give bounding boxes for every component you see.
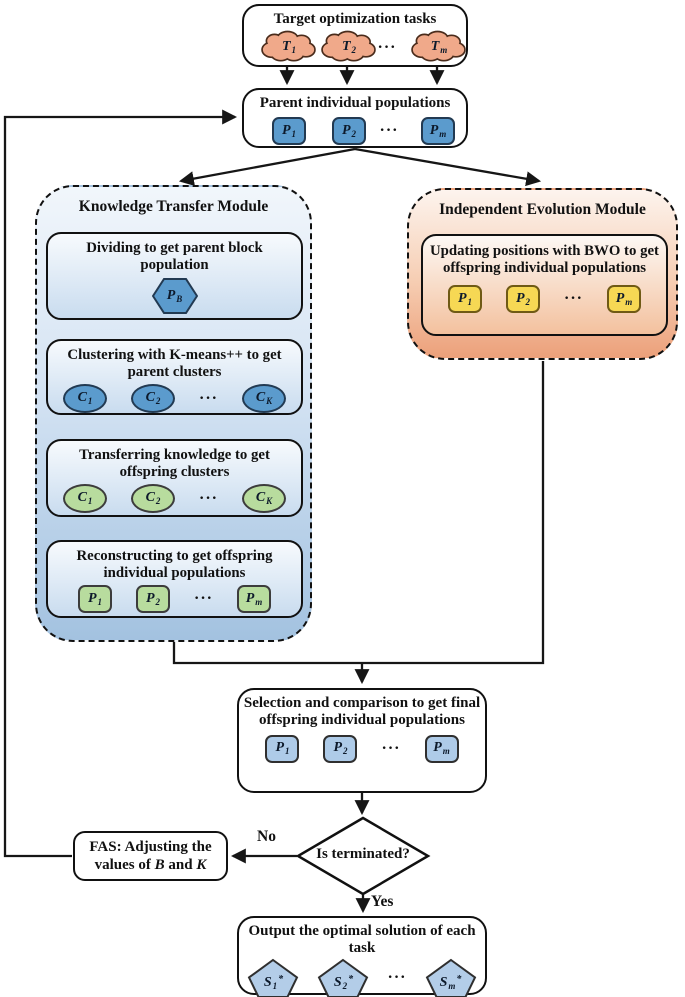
solutions-row: S1* S2* ··· Sm* (239, 958, 485, 997)
population-chip-p1: P1 (265, 734, 300, 763)
solutions-ellipsis: ··· (387, 969, 407, 987)
cloud-icon (321, 30, 376, 62)
population-chip-pm: Pm (237, 585, 271, 614)
iem-title: Independent Evolution Module (439, 201, 646, 218)
arrow-parents-to-iem (354, 147, 542, 187)
decision-label: Is terminated? (316, 846, 410, 862)
tasks-ellipsis: ··· (377, 39, 397, 56)
hexagon-icon (151, 278, 198, 315)
population-chip-pm: Pm (424, 734, 459, 763)
clusters-ellipsis: ··· (198, 489, 218, 507)
step-reconstructing-box: Reconstructing to get offspring individu… (46, 540, 303, 618)
population-chip-pm: Pm (607, 285, 641, 314)
step-reconstructing-label: Reconstructing to get offspring individu… (76, 548, 273, 582)
fas-box: FAS: Adjusting the values of B and K (73, 831, 228, 881)
cluster-chip-c2: C2 (130, 384, 175, 414)
target-tasks-title: Target optimization tasks (273, 11, 437, 27)
solution-pentagon-sm: Sm* (425, 958, 477, 997)
arrow-parents-to-ktm (178, 147, 356, 187)
fas-line2: values of B and K (94, 857, 207, 873)
step-dividing-box: Dividing to get parent block population … (46, 232, 303, 320)
cloud-icon (411, 30, 466, 62)
bwo-populations-row: P1 P2 ··· Pm (423, 285, 666, 314)
block-population-hexagon: PB (151, 277, 198, 315)
populations-ellipsis: ··· (379, 122, 399, 139)
population-chip-p1: P1 (272, 117, 306, 145)
step-dividing-label: Dividing to get parent block population (86, 240, 263, 274)
population-chip-p2: P2 (135, 585, 170, 614)
parent-clusters-row: C1 C2 ··· CK (48, 384, 301, 414)
selection-title: Selection and comparison to get final of… (243, 695, 481, 729)
task-label: T2 (341, 38, 357, 55)
step-clustering-box: Clustering with K-means++ to get parent … (46, 339, 303, 415)
populations-ellipsis: ··· (381, 739, 401, 757)
task-label: T1 (281, 38, 297, 55)
cluster-chip-c2: C2 (130, 484, 175, 514)
populations-ellipsis: ··· (193, 590, 213, 608)
ktm-title: Knowledge Transfer Module (78, 198, 269, 215)
bwo-update-box: Updating positions with BWO to get offsp… (421, 234, 668, 336)
parent-populations-title: Parent individual populations (259, 95, 451, 111)
cluster-chip-c1: C1 (62, 484, 107, 514)
parent-populations-box: Parent individual populations P1 P2 ··· … (242, 88, 468, 148)
clusters-ellipsis: ··· (198, 389, 218, 407)
step-clustering-label: Clustering with K-means++ to get parent … (67, 347, 282, 381)
target-tasks-box: Target optimization tasks T1 (242, 4, 468, 67)
step-transferring-box: Transferring knowledge to get offspring … (46, 439, 303, 517)
knowledge-transfer-module: Knowledge Transfer Module Dividing to ge… (35, 185, 312, 642)
population-chip-p2: P2 (505, 285, 540, 314)
offspring-clusters-row: C1 C2 ··· CK (48, 484, 301, 514)
task-cloud-m: Tm (410, 27, 468, 67)
final-populations-row: P1 P2 ··· Pm (239, 734, 485, 763)
population-chip-pm: Pm (421, 117, 455, 145)
population-chip-p1: P1 (77, 585, 112, 614)
solution-pentagon-s2: S2* (317, 958, 369, 997)
selection-box: Selection and comparison to get final of… (237, 688, 487, 793)
task-cloud-1: T1 (260, 27, 318, 67)
yes-branch-label: Yes (371, 893, 394, 910)
cluster-chip-ck: CK (242, 484, 286, 514)
cluster-chip-c1: C1 (62, 384, 107, 414)
cloud-icon (261, 30, 316, 62)
output-box: Output the optimal solution of each task… (237, 916, 487, 997)
no-branch-label: No (257, 828, 276, 845)
population-chip-p2: P2 (332, 117, 366, 145)
independent-evolution-module: Independent Evolution Module Updating po… (407, 188, 678, 360)
solution-pentagon-s1: S1* (247, 958, 299, 997)
populations-ellipsis: ··· (563, 290, 583, 308)
task-cloud-2: T2 (320, 27, 378, 67)
bwo-update-label: Updating positions with BWO to get offsp… (430, 243, 659, 277)
population-chip-p2: P2 (323, 734, 358, 763)
step-transferring-label: Transferring knowledge to get offspring … (79, 447, 270, 481)
offspring-populations-row: P1 P2 ··· Pm (48, 585, 301, 614)
fas-line1: FAS: Adjusting the (89, 839, 212, 855)
cluster-chip-ck: CK (242, 384, 286, 414)
task-label: Tm (430, 38, 448, 55)
population-chip-p1: P1 (447, 285, 482, 314)
output-title: Output the optimal solution of each task (248, 923, 476, 957)
